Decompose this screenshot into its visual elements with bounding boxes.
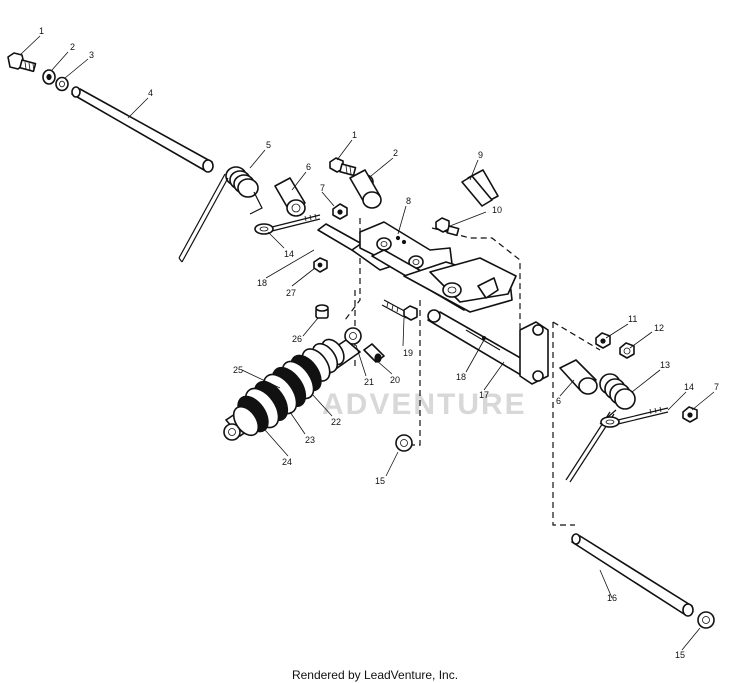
watermark-text: ADVENTURE bbox=[322, 388, 527, 421]
callout-11: 11 bbox=[628, 314, 637, 324]
callout-15-lower: 15 bbox=[675, 650, 685, 660]
washer-15-center bbox=[395, 434, 413, 452]
callout-9: 9 bbox=[478, 150, 483, 160]
callout-2-upper-left: 2 bbox=[70, 42, 75, 52]
bolt-upper-left bbox=[7, 52, 37, 73]
callout-22: 22 bbox=[331, 417, 341, 427]
torsion-spring-left bbox=[178, 166, 263, 263]
leader-lines bbox=[19, 35, 715, 651]
callout-16: 16 bbox=[607, 593, 617, 603]
eye-bolt-right bbox=[600, 406, 669, 428]
bushing-9 bbox=[349, 169, 382, 209]
callout-17: 17 bbox=[479, 390, 489, 400]
callout-14-left: 14 bbox=[284, 249, 294, 259]
nut-27 bbox=[313, 257, 328, 273]
callout-19: 19 bbox=[403, 348, 413, 358]
callout-2-center: 2 bbox=[393, 148, 398, 158]
callout-24: 24 bbox=[282, 457, 292, 467]
lower-crossbar bbox=[371, 249, 517, 313]
callout-4: 4 bbox=[148, 88, 153, 98]
callout-10: 10 bbox=[492, 205, 502, 215]
callout-14-right: 14 bbox=[684, 382, 694, 392]
callout-26: 26 bbox=[292, 334, 302, 344]
render-credit: Rendered by LeadVenture, Inc. bbox=[292, 668, 458, 682]
callout-6-right: 6 bbox=[556, 396, 561, 406]
shaft-16 bbox=[571, 533, 694, 617]
eye-bolt-left bbox=[254, 213, 321, 235]
callout-6-left: 6 bbox=[306, 162, 311, 172]
callout-1-center: 1 bbox=[352, 130, 357, 140]
bushing-right bbox=[559, 359, 598, 395]
nut-12 bbox=[619, 342, 635, 359]
watermark: ADVENTURE bbox=[322, 388, 527, 421]
callout-21: 21 bbox=[364, 377, 374, 387]
callout-7-right: 7 bbox=[714, 382, 719, 392]
shock-absorber bbox=[223, 327, 362, 441]
callout-1-upper-left: 1 bbox=[39, 26, 44, 36]
callout-18-upper: 18 bbox=[257, 278, 267, 288]
spacer-26 bbox=[315, 304, 329, 319]
shaft-4 bbox=[71, 86, 214, 173]
callout-18-lower: 18 bbox=[456, 372, 466, 382]
bolt-10 bbox=[435, 217, 460, 237]
washer-15-lower bbox=[697, 611, 715, 629]
washer-2-upper-left bbox=[42, 69, 56, 85]
tube-9 bbox=[461, 175, 493, 207]
shaft-17 bbox=[427, 309, 549, 385]
callout-15-center: 15 bbox=[375, 476, 385, 486]
nut-11 bbox=[595, 332, 611, 349]
callout-3: 3 bbox=[89, 50, 94, 60]
callout-27: 27 bbox=[286, 288, 296, 298]
callout-5: 5 bbox=[266, 140, 271, 150]
washer-3-upper-left bbox=[55, 76, 69, 92]
bushing-left bbox=[274, 177, 306, 217]
callout-7-left: 7 bbox=[320, 183, 325, 193]
callout-20: 20 bbox=[390, 375, 400, 385]
callout-12: 12 bbox=[654, 323, 664, 333]
bolt-center bbox=[329, 157, 357, 177]
bolt-19 bbox=[381, 299, 418, 321]
callout-13: 13 bbox=[660, 360, 670, 370]
callout-25: 25 bbox=[233, 365, 243, 375]
nut-7-right bbox=[682, 406, 698, 423]
nut-7-left bbox=[332, 203, 348, 220]
torsion-spring-right bbox=[565, 373, 636, 483]
callout-labels: 1 2 3 4 5 6 7 14 18 27 1 2 9 8 10 26 19 … bbox=[39, 26, 719, 660]
spacer-20 bbox=[363, 343, 385, 363]
callout-8: 8 bbox=[406, 196, 411, 206]
callout-23: 23 bbox=[305, 435, 315, 445]
